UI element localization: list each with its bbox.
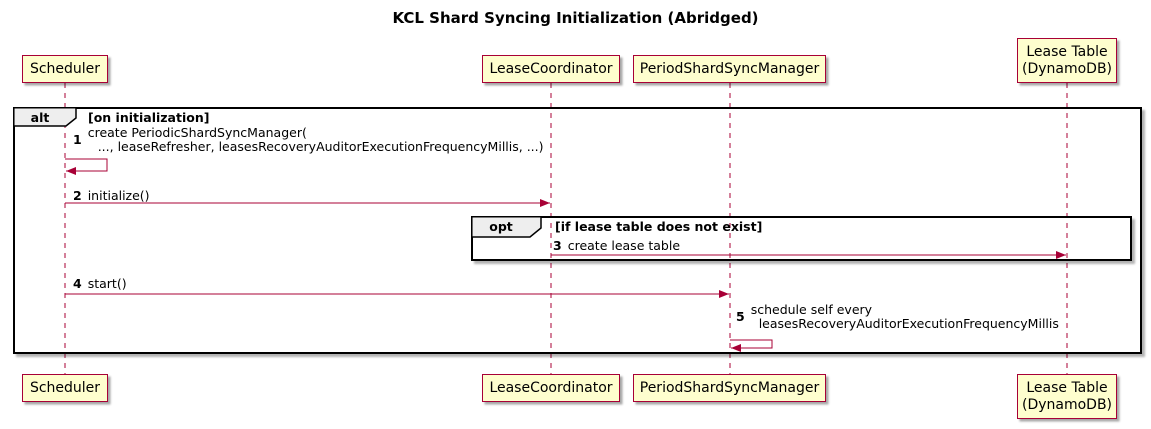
- participant-lease-table-top: Lease Table (DynamoDB): [1017, 38, 1117, 83]
- opt-frame-label: opt: [489, 219, 513, 234]
- message-1: 1 create PeriodicShardSyncManager( ..., …: [73, 126, 544, 154]
- message-2-number: 2: [73, 188, 82, 203]
- participant-label: LeaseCoordinator: [489, 60, 613, 77]
- participant-label: PeriodShardSyncManager: [639, 379, 820, 396]
- message-2: 2 initialize(): [73, 189, 150, 203]
- message-1-number: 1: [73, 132, 82, 147]
- participant-label: Scheduler: [29, 60, 101, 77]
- participant-label-line1: Lease Table: [1026, 43, 1108, 60]
- participant-scheduler-top: Scheduler: [22, 55, 108, 83]
- message-5: 5 schedule self every leasesRecoveryAudi…: [736, 303, 1059, 331]
- alt-frame: alt [on initialization]: [13, 107, 1142, 354]
- alt-frame-guard: [on initialization]: [88, 110, 210, 125]
- message-3-number: 3: [553, 238, 562, 253]
- message-1-self-arrow: [65, 158, 108, 175]
- message-5-number: 5: [736, 309, 745, 324]
- participant-label: LeaseCoordinator: [489, 379, 613, 396]
- alt-frame-label: alt: [30, 110, 50, 125]
- participant-label-line1: Lease Table: [1026, 379, 1108, 396]
- message-5-self-arrow: [730, 339, 773, 352]
- message-5-text-line1: schedule self every: [750, 302, 873, 317]
- message-4: 4 start(): [73, 277, 127, 291]
- participant-label: PeriodShardSyncManager: [639, 60, 820, 77]
- message-4-number: 4: [73, 276, 82, 291]
- opt-frame-pentagon: [471, 216, 542, 238]
- participant-label-line2: (DynamoDB): [1021, 396, 1113, 413]
- participant-label: Scheduler: [29, 379, 101, 396]
- message-4-text: start(): [87, 276, 127, 291]
- opt-frame-guard: [if lease table does not exist]: [555, 219, 763, 234]
- participant-scheduler-bottom: Scheduler: [22, 374, 108, 402]
- participant-period-shard-sync-manager-top: PeriodShardSyncManager: [633, 55, 826, 83]
- participant-lease-coordinator-top: LeaseCoordinator: [482, 55, 620, 83]
- opt-frame: opt [if lease table does not exist]: [471, 216, 1132, 261]
- message-3: 3 create lease table: [553, 239, 680, 253]
- message-5-text-line2: leasesRecoveryAuditorExecutionFrequencyM…: [758, 316, 1059, 331]
- participant-period-shard-sync-manager-bottom: PeriodShardSyncManager: [633, 374, 826, 402]
- participant-lease-table-bottom: Lease Table (DynamoDB): [1017, 374, 1117, 419]
- message-1-text-line2: ..., leaseRefresher, leasesRecoveryAudit…: [97, 139, 544, 154]
- participant-lease-coordinator-bottom: LeaseCoordinator: [482, 374, 620, 402]
- alt-frame-pentagon: [13, 107, 77, 127]
- message-1-text-line1: create PeriodicShardSyncManager(: [87, 125, 307, 140]
- participant-label-line2: (DynamoDB): [1021, 60, 1113, 77]
- diagram-title: KCL Shard Syncing Initialization (Abridg…: [392, 9, 759, 27]
- message-2-text: initialize(): [87, 188, 150, 203]
- message-3-text: create lease table: [567, 238, 681, 253]
